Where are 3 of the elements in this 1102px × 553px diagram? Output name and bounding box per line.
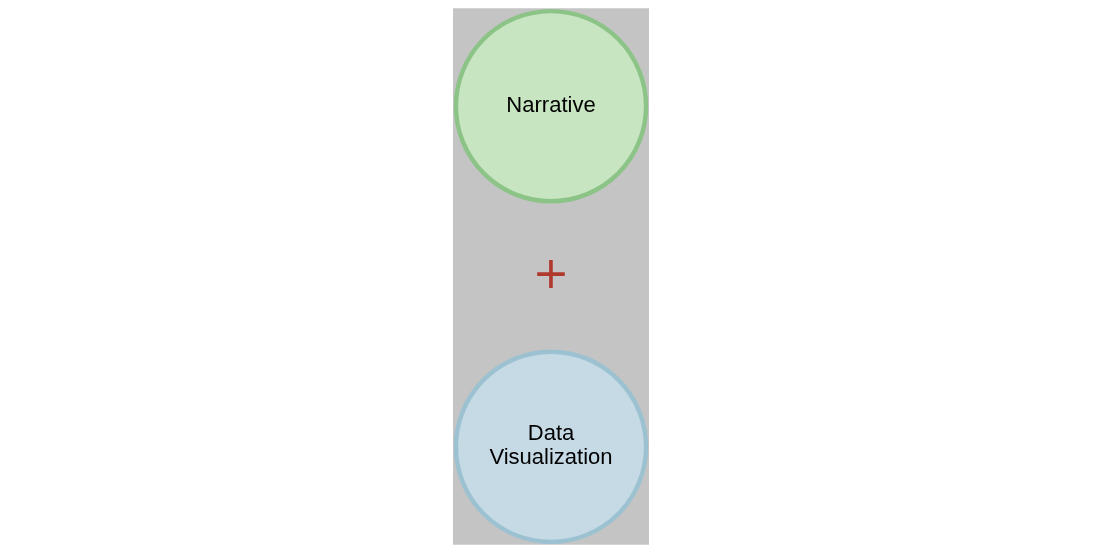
node-circle: Data Visualization bbox=[453, 349, 649, 545]
node-circle: Narrative bbox=[453, 8, 649, 204]
label: + bbox=[532, 246, 570, 298]
